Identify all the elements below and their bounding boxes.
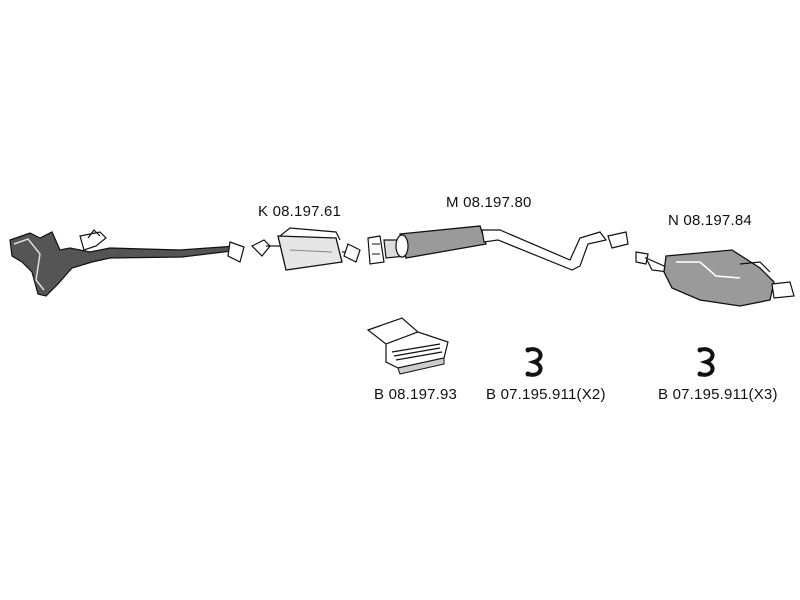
mounting-kit-part	[366, 317, 449, 375]
mounting-kit-label: B 08.197.93	[374, 386, 458, 403]
middle-silencer-label: M 08.197.80	[446, 194, 532, 211]
clamp-icon-x3	[697, 347, 715, 377]
front-pipe	[9, 229, 245, 297]
rear-silencer-part	[635, 249, 795, 307]
clamp-x3-label: B 07.195.911(X3)	[658, 386, 778, 403]
clamp-x2-label: B 07.195.911(X2)	[486, 386, 606, 403]
middle-silencer-part	[367, 225, 629, 271]
catalyst-label: K 08.197.61	[258, 203, 342, 220]
catalyst-part	[250, 227, 361, 271]
rear-silencer-label: N 08.197.84	[668, 212, 752, 229]
clamp-icon-x2	[525, 347, 543, 377]
